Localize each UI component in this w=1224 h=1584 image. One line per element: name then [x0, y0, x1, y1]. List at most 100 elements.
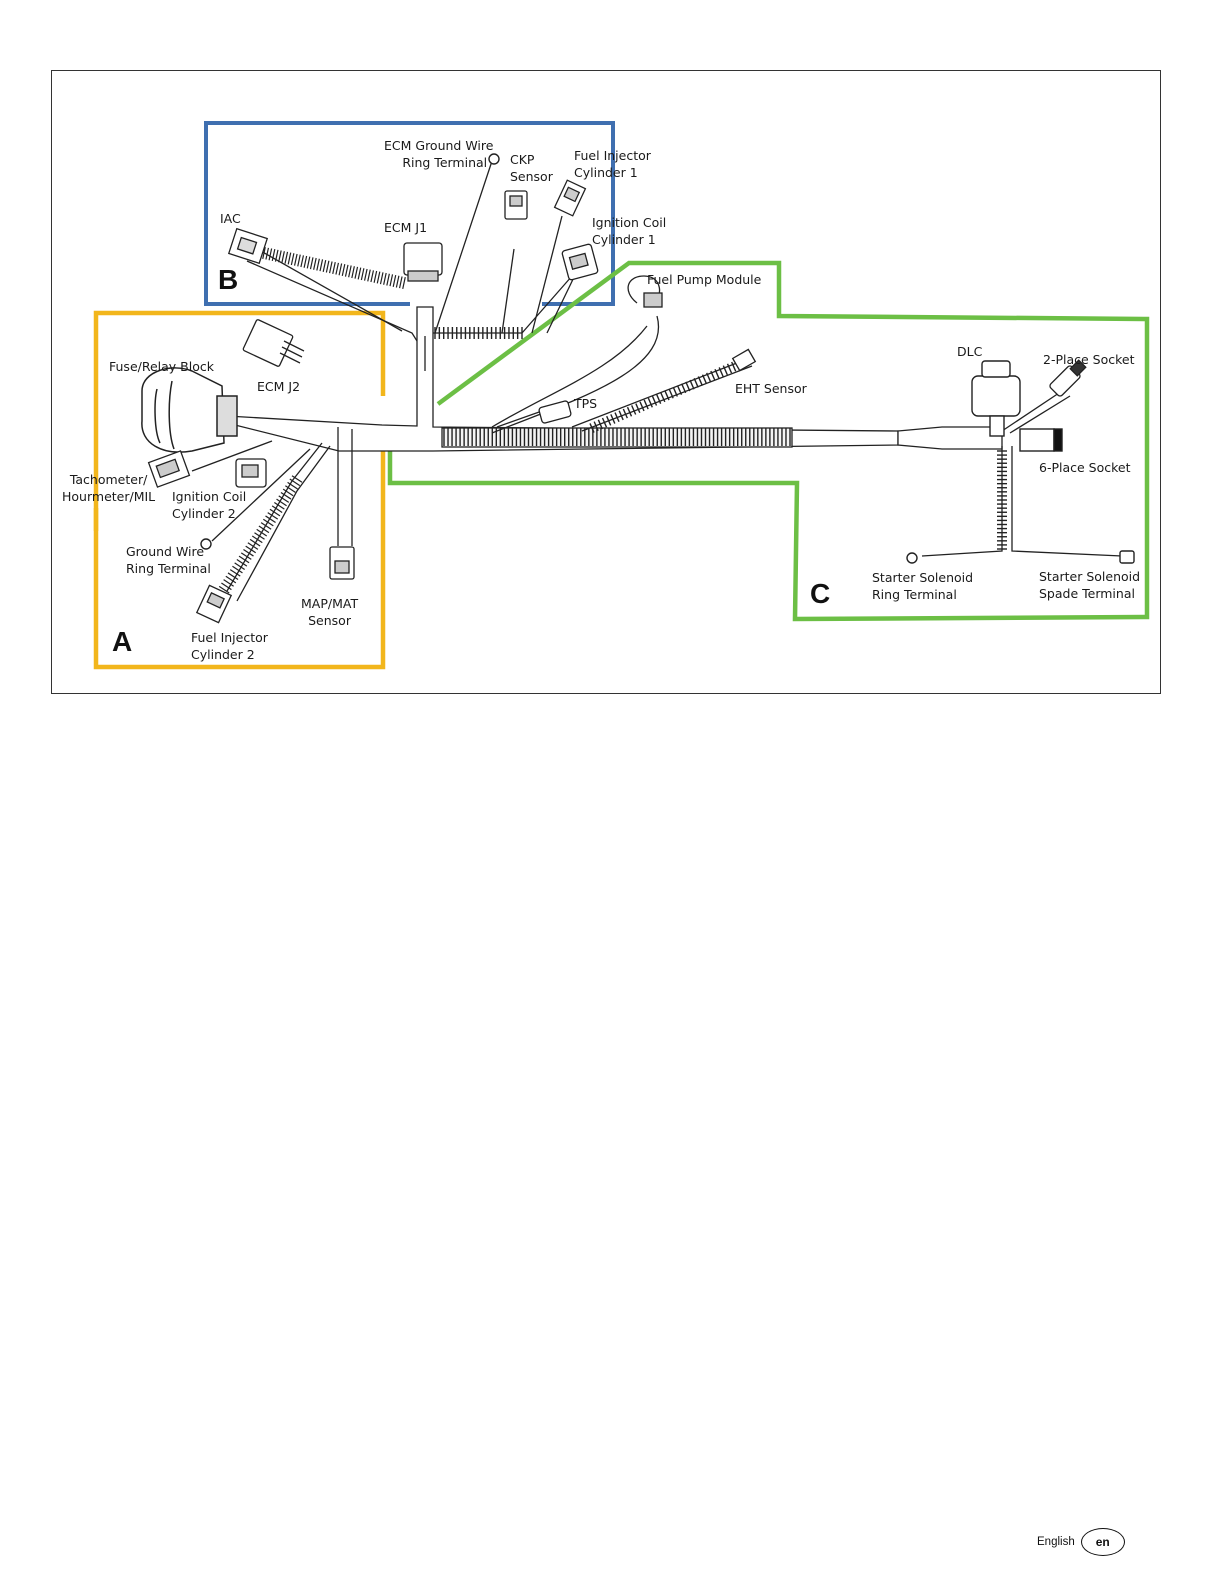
- connector-fuel-injector-1: [553, 179, 587, 217]
- conduit-rib: [267, 512, 279, 520]
- ecm-ground-ring-terminal: [488, 153, 500, 165]
- conduit-rib: [383, 272, 387, 285]
- conduit-rib: [376, 271, 381, 284]
- conduit-rib: [218, 585, 230, 594]
- conduit-rib: [303, 255, 308, 268]
- injector-coiled-lead: [216, 475, 303, 597]
- connector-ckp: [504, 190, 528, 220]
- conduit-rib: [287, 252, 292, 265]
- conduit-rib: [402, 277, 406, 289]
- conduit-rib: [656, 394, 662, 404]
- conduit-rib: [221, 582, 232, 591]
- conduit-rib: [227, 572, 239, 581]
- conduit-rib: [731, 361, 737, 372]
- conduit-rib: [223, 579, 234, 587]
- conduit-rib: [271, 249, 276, 262]
- conduit-rib: [357, 267, 362, 280]
- conduit-rib: [285, 485, 296, 493]
- conduit-rib: [626, 406, 633, 417]
- label-tachometer: Tachometer/Hourmeter/MIL: [62, 472, 156, 504]
- conduit-rib: [293, 253, 298, 266]
- connector-two-place: [1049, 359, 1087, 397]
- zone-letter-a: A: [112, 626, 133, 657]
- conduit-rib: [647, 397, 653, 408]
- conduit-rib: [395, 275, 400, 288]
- label-ecm-j2: ECM J2: [257, 379, 301, 394]
- conduit-rib: [325, 260, 330, 273]
- conduit-rib: [249, 538, 261, 547]
- conduit-rib: [278, 495, 290, 503]
- conduit-rib: [379, 272, 384, 285]
- label-dlc: DLC: [957, 344, 983, 359]
- label-tps: TPS: [574, 396, 598, 411]
- conduit-rib: [328, 261, 333, 274]
- conduit-rib: [639, 401, 645, 412]
- conduit-rib: [287, 481, 298, 490]
- conduit-rib: [290, 253, 295, 266]
- conduit-rib: [284, 251, 289, 264]
- conduit-rib: [722, 365, 728, 376]
- conduit-rib: [651, 396, 658, 406]
- starter-ring-terminal: [906, 552, 918, 564]
- language-footer: English en: [1037, 1527, 1125, 1557]
- connector-fuel-pump: [627, 275, 663, 308]
- conduit-rib: [726, 363, 733, 374]
- conduit-rib: [274, 502, 285, 510]
- label-iac: IAC: [220, 211, 241, 226]
- conduit-rib: [269, 508, 281, 517]
- zone-letter-b: B: [218, 264, 239, 295]
- conduit-rib: [316, 258, 320, 271]
- conduit-rib: [260, 522, 272, 530]
- conduit-rib: [225, 575, 237, 584]
- zone-c-outline: [387, 260, 1150, 622]
- conduit-rib: [258, 525, 270, 534]
- conduit-rib: [354, 266, 359, 279]
- conduit-rib: [243, 548, 254, 557]
- conduit-rib: [236, 559, 248, 567]
- conduit-rib: [351, 266, 355, 279]
- conduit-rib: [278, 250, 282, 263]
- connector-ignition-coil-2: [235, 458, 267, 488]
- conduit-rib: [247, 542, 259, 550]
- conduit-rib: [251, 535, 263, 544]
- wiring-harness-diagram: [93, 121, 1150, 670]
- conduit-rib: [265, 515, 276, 524]
- conduit-rib: [635, 403, 641, 414]
- fuse-relay-block: [141, 367, 238, 453]
- connector-tps: [538, 400, 572, 424]
- conduit-rib: [389, 274, 394, 287]
- conduit-rib: [289, 478, 301, 487]
- conduit-rib: [335, 262, 340, 275]
- zone-letter-c: C: [810, 578, 831, 609]
- connector-iac: [227, 227, 269, 265]
- label-six-place-socket: 6-Place Socket: [1039, 460, 1131, 475]
- connector-ignition-coil-1: [561, 243, 599, 281]
- conduit-rib: [245, 545, 257, 554]
- label-eht-sensor: EHT Sensor: [735, 381, 807, 396]
- conduit-rib: [291, 475, 303, 483]
- conduit-rib: [363, 268, 368, 281]
- label-ecm-j1: ECM J1: [384, 220, 428, 235]
- conduit-rib: [398, 276, 403, 289]
- zone-b-outline: [204, 121, 615, 306]
- conduit-rib: [229, 569, 241, 577]
- connector-dlc: [971, 360, 1021, 437]
- main-harness-trunk: [226, 306, 1003, 452]
- language-badge[interactable]: en: [1080, 1528, 1125, 1556]
- conduit-rib: [306, 256, 311, 269]
- conduit-rib: [254, 532, 265, 540]
- conduit-rib: [322, 259, 327, 272]
- ground-ring-terminal: [200, 538, 212, 550]
- connector-ecm-j1: [403, 242, 443, 282]
- conduit-rib: [240, 552, 252, 560]
- conduit-rib: [265, 247, 270, 260]
